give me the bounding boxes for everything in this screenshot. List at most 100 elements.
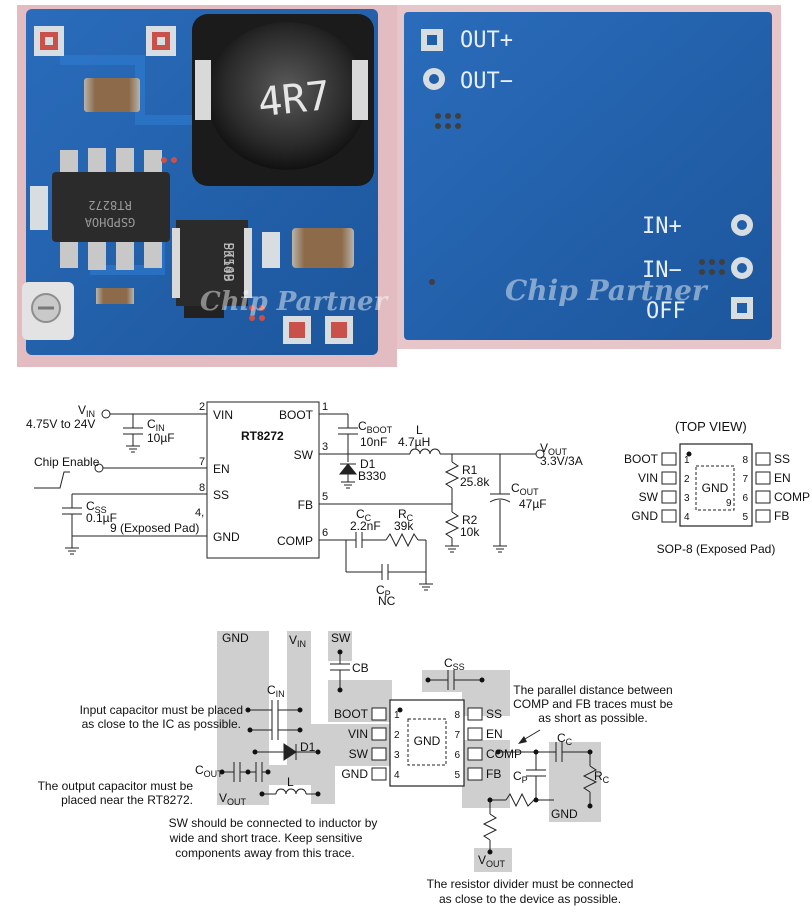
l-value: 4.7µH bbox=[398, 435, 430, 449]
pin-name: COMP bbox=[486, 747, 522, 761]
layout-sw-label: SW bbox=[331, 631, 351, 645]
pin-ss: SS 8 bbox=[454, 707, 502, 721]
pin-pad bbox=[371, 707, 387, 721]
pin-num-7: 7 bbox=[199, 456, 205, 468]
pin-name: SW bbox=[639, 490, 659, 504]
layout-cb-label: CB bbox=[352, 661, 369, 675]
pad-top-left bbox=[34, 26, 64, 56]
schematic bbox=[34, 401, 545, 591]
rc-symbol bbox=[385, 532, 419, 548]
layout-d1-label: D1 bbox=[300, 740, 316, 754]
layout-cout-label: COUT bbox=[195, 763, 223, 779]
pin-name: SS bbox=[774, 452, 790, 466]
pin-ss: SS 8 bbox=[742, 452, 790, 466]
pin-name: BOOT bbox=[624, 452, 659, 466]
pin-name: FB bbox=[486, 767, 501, 781]
pin-number: 4 bbox=[394, 770, 400, 781]
layout-gnd-label: GND bbox=[222, 631, 249, 645]
pin-pad bbox=[755, 509, 771, 523]
pin-gnd: GND bbox=[213, 530, 240, 544]
pad-bottom-1 bbox=[283, 316, 311, 344]
r1-symbol bbox=[444, 461, 460, 489]
pin-number: 8 bbox=[454, 710, 460, 721]
layout-vout-bottom-label: VOUT bbox=[478, 853, 506, 869]
layout-gnd-right-label: GND bbox=[551, 807, 578, 821]
silk-out-plus: OUT+ bbox=[460, 28, 513, 53]
ic-name: RT8272 bbox=[241, 429, 284, 443]
schematic-labels: VIN 4.75V to 24V CIN 10µF Chip Enable CS… bbox=[26, 401, 583, 608]
diode-marking-1: PJ109 bbox=[220, 242, 235, 281]
pin-name: SS bbox=[486, 707, 502, 721]
pin-num-8: 8 bbox=[199, 482, 205, 494]
pin-pad bbox=[467, 767, 483, 781]
pin-number: 6 bbox=[742, 493, 748, 504]
pin-pad bbox=[467, 747, 483, 761]
pin-number: 2 bbox=[394, 730, 400, 741]
pin-pad bbox=[371, 727, 387, 741]
exposed-pad-note: 9 (Exposed Pad) bbox=[110, 521, 199, 535]
vin-range: 4.75V to 24V bbox=[26, 417, 95, 431]
pin-pad bbox=[755, 490, 771, 504]
pin-boot: BOOT 1 bbox=[334, 707, 400, 721]
photo-front: 4R7 RT8272 GSPDHOA PJ109 SK54B bbox=[17, 5, 397, 367]
pin-num-5: 5 bbox=[322, 491, 328, 503]
cout-label: COUT bbox=[511, 481, 539, 497]
pin-name: BOOT bbox=[334, 707, 369, 721]
pin-pad bbox=[661, 509, 677, 523]
pin-num-6: 6 bbox=[322, 527, 328, 539]
pin-fb: FB bbox=[298, 498, 313, 512]
pin-name: EN bbox=[486, 727, 503, 741]
vout-value: 3.3V/3A bbox=[540, 454, 583, 468]
vout-terminal bbox=[535, 449, 545, 459]
package-body bbox=[679, 443, 753, 527]
layout-exposed-pad bbox=[407, 718, 447, 766]
smd-capacitor bbox=[96, 288, 134, 304]
vias-back bbox=[429, 113, 725, 285]
ic-symbol bbox=[206, 401, 320, 559]
cboot-value: 10nF bbox=[360, 435, 387, 449]
note-input-cap-1: Input capacitor must be placed bbox=[80, 703, 243, 717]
cboot-label: CBOOT bbox=[358, 419, 393, 435]
smd-capacitor bbox=[84, 78, 140, 112]
pin-number: 3 bbox=[394, 750, 400, 761]
pin-ss: SS bbox=[213, 488, 229, 502]
ic-marking-2: GSPDHOA bbox=[84, 215, 135, 229]
css-value: 0.1µF bbox=[86, 511, 117, 525]
pin1-dot bbox=[686, 451, 692, 457]
note-input-cap-2: as close to the IC as possible. bbox=[82, 717, 241, 731]
note-comp-3: as short as possible. bbox=[538, 711, 647, 725]
smd-pads bbox=[30, 186, 48, 230]
pin-number: 6 bbox=[454, 750, 460, 761]
pin-name: VIN bbox=[348, 727, 368, 741]
vin-label: VIN bbox=[78, 403, 95, 419]
pin-number: 7 bbox=[454, 730, 460, 741]
rc-label: RC bbox=[398, 507, 414, 523]
pin-pad bbox=[467, 727, 483, 741]
pin-vin: VIN bbox=[213, 408, 233, 422]
layout-vout-label: VOUT bbox=[219, 791, 247, 807]
note-divider-1: The resistor divider must be connected bbox=[427, 877, 634, 891]
pin-num-3: 3 bbox=[322, 441, 328, 453]
pin-name: GND bbox=[631, 509, 658, 523]
pin-number: 8 bbox=[742, 455, 748, 466]
pin-boot: BOOT bbox=[279, 408, 314, 422]
inductor-marking: 4R7 bbox=[256, 73, 333, 126]
note-sw-3: components away from this trace. bbox=[175, 846, 354, 860]
d1-value: B330 bbox=[358, 469, 386, 483]
pin-sw: SW bbox=[294, 448, 314, 462]
r1-value: 25.8k bbox=[460, 475, 490, 489]
pin-name: GND bbox=[341, 767, 368, 781]
diode-symbol bbox=[338, 463, 358, 475]
pin-pad bbox=[661, 452, 677, 466]
silk-off: OFF bbox=[646, 299, 686, 324]
smd-pads bbox=[262, 232, 280, 268]
pin-number: 1 bbox=[394, 710, 400, 721]
note-comp-2: COMP and FB traces must be bbox=[513, 697, 673, 711]
chip-enable-label: Chip Enable bbox=[34, 455, 100, 469]
pin-comp: COMP bbox=[277, 534, 313, 548]
